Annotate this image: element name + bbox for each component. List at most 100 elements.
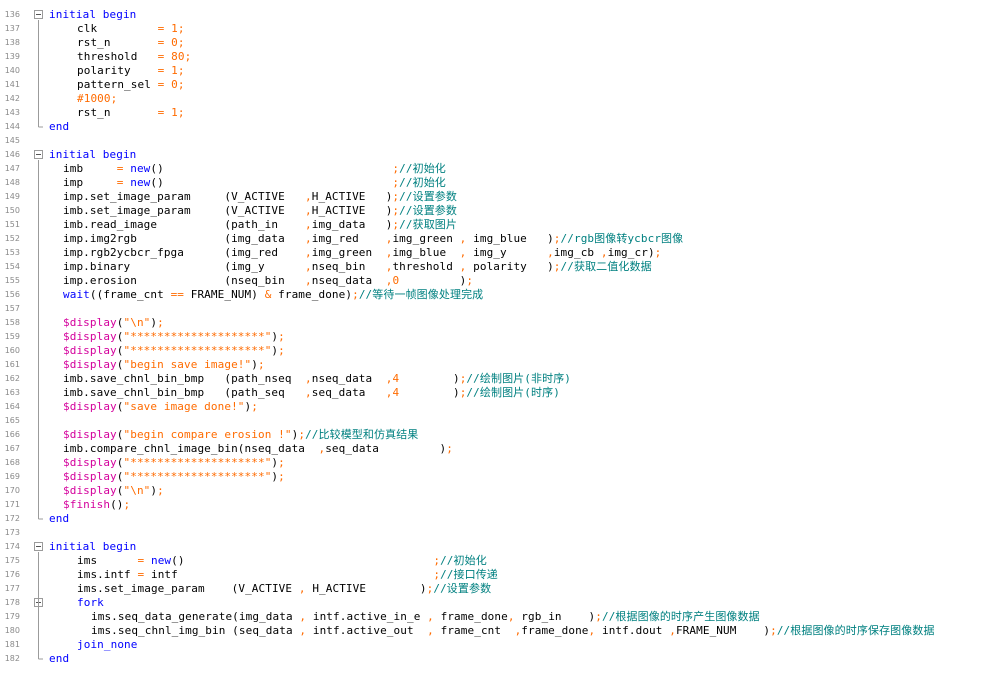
token-var: polarity	[77, 64, 158, 77]
code-text: $display("********************");	[63, 456, 285, 470]
token-var: frame_cnt	[433, 624, 515, 637]
token-var: imp.erosion (nseq_bin	[63, 274, 306, 287]
token-str: "\n"	[123, 316, 151, 329]
code-line[interactable]	[0, 0, 1007, 8]
token-num: #1000	[77, 92, 111, 105]
token-var: imb	[63, 162, 117, 175]
token-var: img_green	[392, 232, 460, 245]
token-var: imb.compare_chnl_image_bin(nseq_data	[63, 442, 319, 455]
code-line[interactable]: 142#1000;	[0, 92, 1007, 106]
line-number: 165	[4, 416, 20, 425]
fold-collapse-icon[interactable]	[34, 542, 43, 551]
token-op: ;	[177, 78, 185, 91]
token-kw: fork	[77, 596, 104, 609]
code-line[interactable]: 161$display("begin save image!");	[0, 358, 1007, 372]
token-op: ,	[385, 386, 393, 399]
token-var: intf.dout	[595, 624, 670, 637]
code-text: polarity = 1;	[77, 64, 185, 78]
token-op: =	[137, 554, 151, 567]
code-line[interactable]: 158$display("\n");	[0, 316, 1007, 330]
code-text: $display("begin compare erosion !");//比较…	[63, 428, 418, 442]
fold-collapse-icon[interactable]	[34, 10, 43, 19]
code-line[interactable]: 165	[0, 414, 1007, 428]
code-line[interactable]: 166$display("begin compare erosion !");/…	[0, 428, 1007, 442]
line-number: 173	[4, 528, 20, 537]
token-kw: initial begin	[49, 148, 137, 161]
fold-collapse-icon[interactable]	[34, 598, 43, 607]
token-var: (	[116, 456, 124, 469]
token-var: )	[244, 400, 252, 413]
code-line[interactable]: 171$finish();	[0, 498, 1007, 512]
code-text: rst_n = 1;	[77, 106, 185, 120]
line-number: 157	[4, 304, 20, 313]
token-var: img_green	[311, 246, 386, 259]
token-op: ,	[385, 246, 393, 259]
code-text: initial begin	[49, 8, 136, 22]
token-var: FRAME_NUM )	[675, 624, 771, 637]
token-op: ,	[318, 442, 326, 455]
code-line[interactable]: 157	[0, 302, 1007, 316]
token-op: ;	[157, 484, 164, 497]
line-number: 160	[4, 346, 20, 355]
code-line[interactable]: 160$display("********************");	[0, 344, 1007, 358]
code-line[interactable]: 169$display("********************");	[0, 470, 1007, 484]
token-sys: $display	[63, 344, 117, 357]
code-line[interactable]: 173	[0, 526, 1007, 540]
code-line[interactable]: 168$display("********************");	[0, 456, 1007, 470]
code-text: imp.erosion (nseq_bin ,nseq_data ,0 );	[63, 274, 473, 288]
code-text: threshold = 80;	[77, 50, 191, 64]
line-number: 147	[4, 164, 20, 173]
token-var: img_blue	[392, 246, 460, 259]
token-var: intf	[150, 568, 434, 581]
token-op: ;	[110, 92, 118, 105]
token-var: (	[116, 316, 124, 329]
code-line[interactable]: 170$display("\n");	[0, 484, 1007, 498]
code-line[interactable]: 164$display("save image done!");	[0, 400, 1007, 414]
token-sys: $display	[63, 400, 117, 413]
code-text: ims = new() ;//初始化	[77, 554, 487, 568]
code-line[interactable]: 159$display("********************");	[0, 330, 1007, 344]
code-line[interactable]: 145	[0, 134, 1007, 148]
token-sys: $display	[63, 484, 117, 497]
fold-collapse-icon[interactable]	[34, 150, 43, 159]
code-text: pattern_sel = 0;	[77, 78, 185, 92]
token-var: imb.set_image_param (V_ACTIVE	[63, 204, 306, 217]
token-cmt: //设置参数	[433, 582, 492, 595]
token-var: (	[116, 344, 124, 357]
token-op: ,	[305, 274, 312, 287]
token-op: =	[157, 78, 172, 91]
